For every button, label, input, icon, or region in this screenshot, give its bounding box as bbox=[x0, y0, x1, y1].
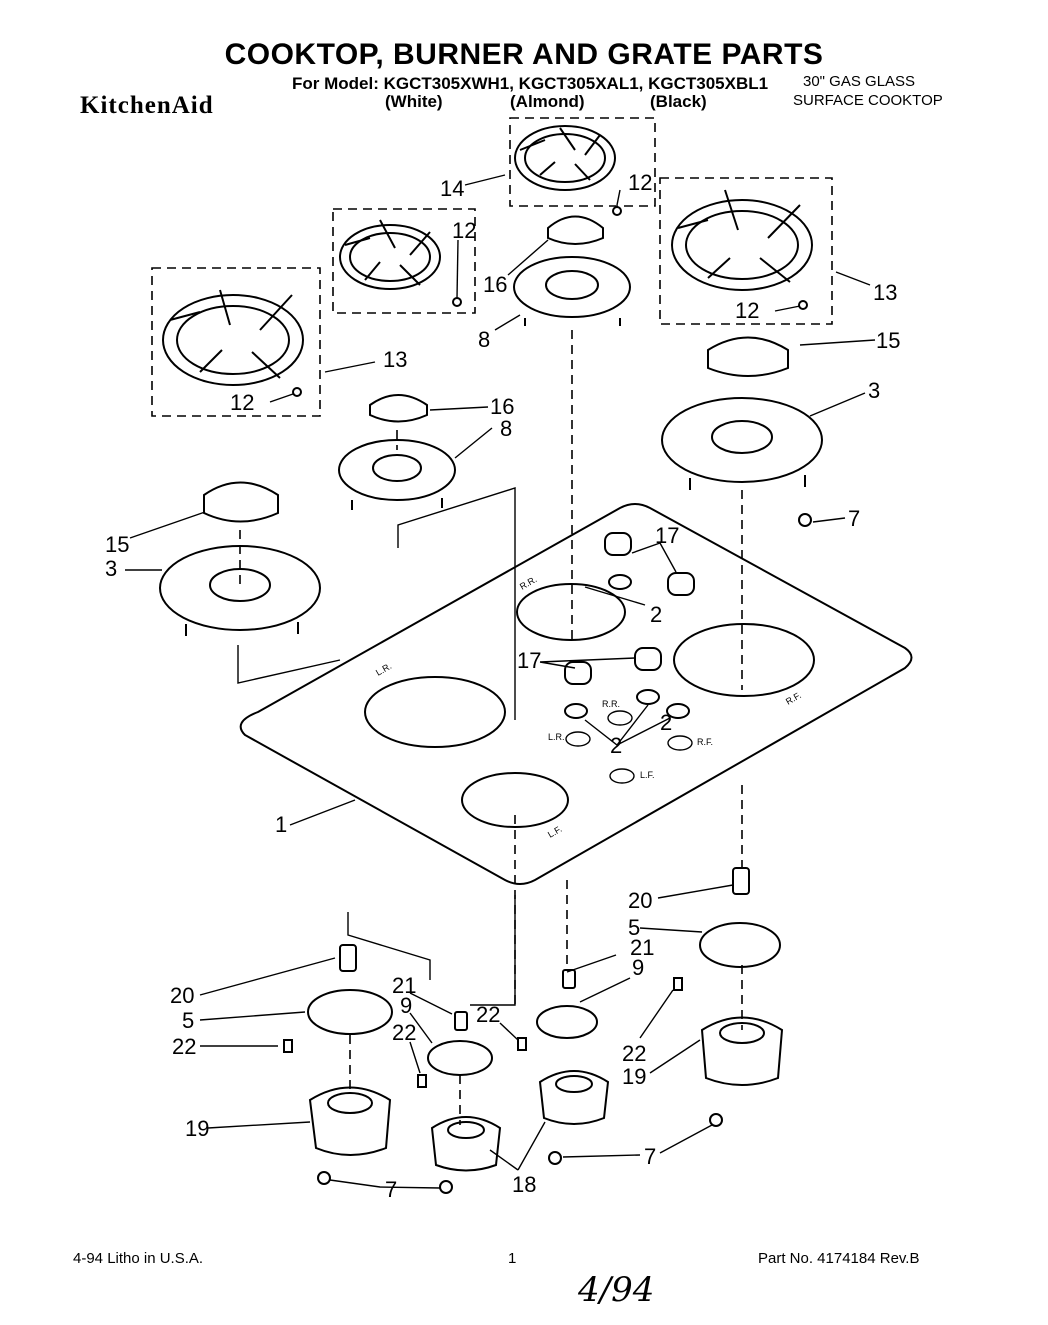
callout-13-left: 13 bbox=[383, 347, 407, 372]
burner-head-3-rf bbox=[661, 397, 823, 490]
handwritten-date: 4/94 bbox=[578, 1270, 655, 1310]
callout-7-bottom-right: 7 bbox=[644, 1144, 656, 1169]
knob-hole-lf bbox=[609, 768, 635, 784]
callout-5-left: 5 bbox=[182, 1008, 194, 1033]
grate-14-rr bbox=[509, 117, 656, 216]
burner-cap-16-rr bbox=[547, 215, 604, 245]
product-description-line2: SURFACE COOKTOP bbox=[793, 92, 943, 109]
callout-1: 1 bbox=[275, 812, 287, 837]
gas-hose-20-left bbox=[339, 944, 357, 972]
callout-17-mid: 17 bbox=[517, 648, 541, 673]
callout-19-right: 19 bbox=[622, 1064, 646, 1089]
callout-12-right: 12 bbox=[735, 298, 759, 323]
callout-2a: 2 bbox=[650, 602, 662, 627]
gasket-9-right bbox=[536, 1005, 598, 1039]
burner-head-8-lr bbox=[338, 439, 456, 510]
gas-hose-20-right bbox=[732, 867, 750, 895]
glass-cooktop-panel bbox=[239, 503, 913, 885]
callout-21-left: 21 bbox=[392, 973, 416, 998]
screws-22 bbox=[283, 977, 683, 1088]
position-label-lf: L.F. bbox=[546, 824, 564, 840]
position-label-lr: L.R. bbox=[374, 661, 393, 678]
callout-15-rf: 15 bbox=[876, 328, 900, 353]
callout-3-lf: 3 bbox=[105, 556, 117, 581]
gasket-9-left bbox=[427, 1040, 493, 1076]
position-label-rf: R.F. bbox=[784, 690, 803, 707]
callout-16-rr: 16 bbox=[483, 272, 507, 297]
position-label-knob-rr: R.R. bbox=[602, 699, 620, 709]
burner-base-18-center-right bbox=[538, 1070, 610, 1125]
callout-leaders bbox=[125, 174, 876, 1189]
gasket-5-right bbox=[699, 922, 781, 968]
callout-9-right: 9 bbox=[632, 955, 644, 980]
callout-12-left: 12 bbox=[230, 390, 254, 415]
burner-opening-lf bbox=[461, 772, 569, 828]
callout-22-center: 22 bbox=[476, 1002, 500, 1027]
position-label-knob-lr: L.R. bbox=[548, 732, 565, 742]
nuts-7-bottom bbox=[317, 1113, 723, 1194]
callout-20-right: 20 bbox=[628, 888, 652, 913]
callout-14: 14 bbox=[440, 176, 464, 201]
position-label-rr: R.R. bbox=[518, 574, 539, 592]
page-number: 1 bbox=[508, 1250, 517, 1267]
callout-8-rr: 8 bbox=[478, 327, 490, 352]
callout-5-right: 5 bbox=[628, 915, 640, 940]
variant-black: (Black) bbox=[650, 92, 707, 111]
control-knobs bbox=[564, 532, 695, 719]
callout-9-left: 9 bbox=[400, 993, 412, 1018]
callout-15-lf: 15 bbox=[105, 532, 129, 557]
callout-21-right: 21 bbox=[630, 935, 654, 960]
knob-hole-rf bbox=[667, 735, 693, 751]
knob-hole-rr bbox=[607, 710, 633, 726]
callout-7-bottom-left: 7 bbox=[385, 1177, 397, 1202]
burner-cap-15-rf bbox=[707, 336, 789, 377]
position-label-knob-rf: R.F. bbox=[697, 737, 713, 747]
burner-opening-lr bbox=[364, 676, 506, 748]
knob-hole-lr bbox=[565, 731, 591, 747]
gasket-5-left bbox=[307, 989, 393, 1035]
orifice-21-left bbox=[454, 1011, 468, 1031]
orifice-21-right bbox=[562, 969, 576, 989]
grate-14-lr bbox=[332, 208, 476, 314]
model-numbers: For Model: KGCT305XWH1, KGCT305XAL1, KGC… bbox=[292, 74, 769, 93]
callout-16-lr: 16 bbox=[490, 394, 514, 419]
burner-base-18-center-left bbox=[430, 1116, 502, 1172]
grate-13-lf bbox=[151, 267, 321, 417]
grate-13-rf bbox=[659, 177, 833, 325]
callout-20-left: 20 bbox=[170, 983, 194, 1008]
callout-12-mid: 12 bbox=[452, 218, 476, 243]
burner-opening-rr bbox=[516, 583, 626, 641]
variant-almond: (Almond) bbox=[510, 92, 585, 111]
print-date: 4-94 Litho in U.S.A. bbox=[73, 1250, 204, 1267]
product-description-line1: 30" GAS GLASS bbox=[803, 73, 916, 90]
burner-cap-15-lf bbox=[203, 481, 279, 523]
burner-opening-rf bbox=[673, 623, 815, 697]
brand-logo: KitchenAid bbox=[80, 92, 214, 119]
callout-2b: 2 bbox=[610, 733, 622, 758]
callout-19-left: 19 bbox=[185, 1116, 209, 1141]
callout-7-rf: 7 bbox=[848, 506, 860, 531]
burner-base-19-right bbox=[700, 1016, 784, 1086]
callout-12-top: 12 bbox=[628, 170, 652, 195]
callout-8-lr: 8 bbox=[500, 416, 512, 441]
page-title: COOKTOP, BURNER AND GRATE PARTS bbox=[224, 38, 824, 71]
callout-18: 18 bbox=[512, 1172, 536, 1197]
burner-head-8-rr bbox=[513, 256, 631, 326]
position-label-knob-lf: L.F. bbox=[640, 770, 655, 780]
variant-white: (White) bbox=[385, 92, 443, 111]
nut-7-rf-top bbox=[798, 513, 812, 527]
callout-13-right: 13 bbox=[873, 280, 897, 305]
callout-2c: 2 bbox=[660, 710, 672, 735]
part-number: Part No. 4174184 Rev.B bbox=[758, 1250, 920, 1267]
burner-cap-16-lr bbox=[369, 394, 428, 423]
callout-22-center-left: 22 bbox=[392, 1020, 416, 1045]
callout-22-right: 22 bbox=[622, 1041, 646, 1066]
assembly-centerlines bbox=[237, 330, 743, 1125]
burner-base-19-left bbox=[308, 1086, 392, 1156]
callout-3-rf: 3 bbox=[868, 378, 880, 403]
callout-17-top: 17 bbox=[655, 523, 679, 548]
callout-22-left: 22 bbox=[172, 1034, 196, 1059]
burner-head-3-lf bbox=[159, 545, 321, 636]
